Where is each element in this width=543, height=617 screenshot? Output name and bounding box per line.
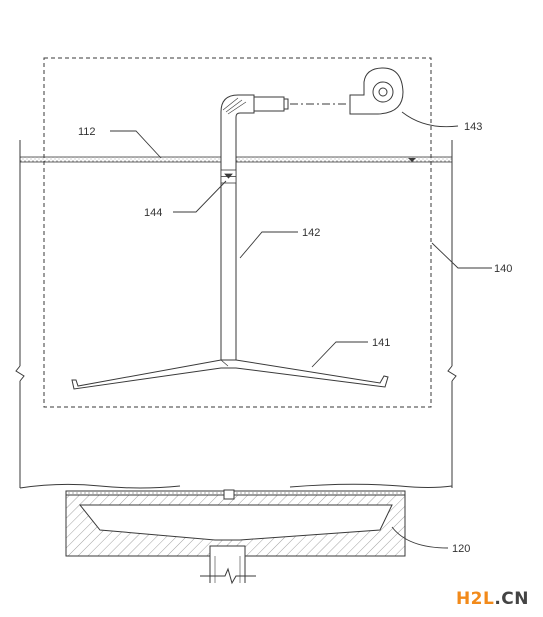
watermark-suffix: .CN [494, 589, 529, 609]
label-112: 112 [78, 126, 96, 138]
pipe-142 [220, 94, 289, 361]
watermark-logo: H2L.CN [456, 589, 529, 609]
valve-144 [220, 169, 237, 184]
leader-lines [110, 111, 492, 549]
watermark-brand: H2L [455, 589, 495, 609]
label-141: 141 [372, 337, 390, 349]
label-142: 142 [302, 227, 320, 239]
label-143: 143 [464, 121, 482, 133]
basin-120 [65, 489, 406, 585]
tank-walls [15, 140, 457, 489]
enclosure-140 [43, 57, 432, 408]
blower-143 [349, 67, 404, 115]
diffuser-141 [71, 359, 389, 390]
label-140: 140 [494, 263, 512, 275]
label-144: 144 [144, 207, 162, 219]
label-120: 120 [452, 543, 470, 555]
